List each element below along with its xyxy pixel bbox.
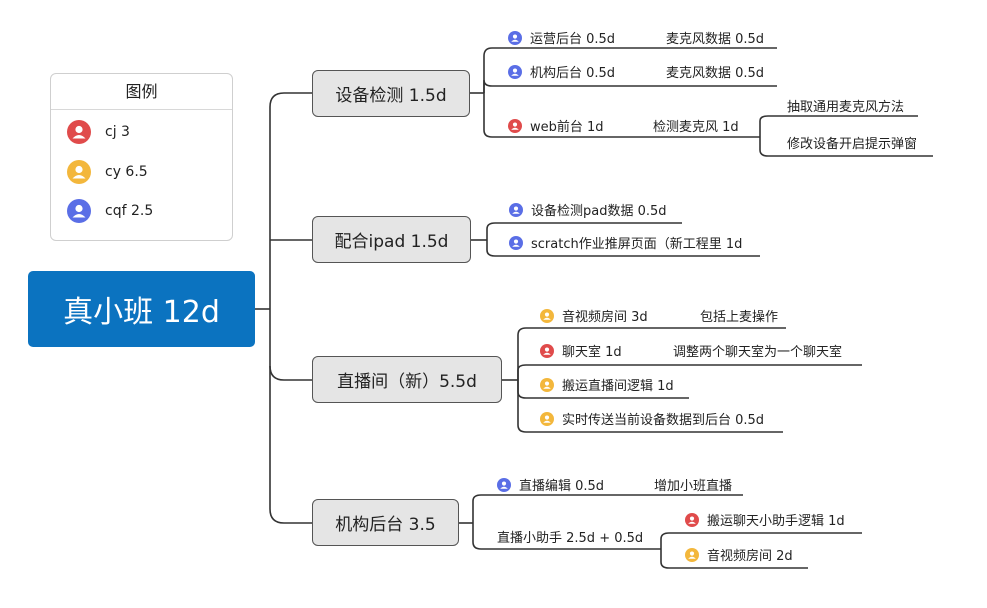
legend-label: cy 6.5 — [105, 164, 148, 180]
person-icon — [540, 412, 554, 426]
leaf-mic-data[interactable]: 麦克风数据 0.5d — [666, 66, 765, 81]
person-icon — [509, 203, 523, 217]
leaf-ops-backend[interactable]: 运营后台 0.5d — [508, 28, 615, 47]
person-icon — [508, 65, 522, 79]
leaf-org-backend[interactable]: 机构后台 0.5d — [508, 62, 615, 81]
leaf-label: 机构后台 0.5d — [530, 66, 616, 81]
legend-item-cj: cj 3 — [67, 120, 130, 144]
leaf-label: 实时传送当前设备数据到后台 0.5d — [562, 413, 765, 428]
branch-ipad[interactable]: 配合ipad 1.5d — [312, 216, 471, 263]
leaf-av-room[interactable]: 音视频房间 3d — [540, 306, 648, 325]
legend-item-cy: cy 6.5 — [67, 160, 148, 184]
person-icon — [67, 199, 91, 223]
legend-label: cj 3 — [105, 124, 130, 140]
leaf-label: 音视频房间 2d — [707, 549, 793, 564]
leaf-label: 直播编辑 0.5d — [519, 479, 605, 494]
leaf-live-assistant[interactable]: 直播小助手 2.5d + 0.5d — [497, 531, 644, 546]
leaf-live-edit[interactable]: 直播编辑 0.5d — [497, 475, 604, 494]
leaf-label: 音视频房间 3d — [562, 310, 648, 325]
branch-live-room[interactable]: 直播间（新）5.5d — [312, 356, 502, 403]
person-icon — [67, 120, 91, 144]
leaf-mic-on[interactable]: 包括上麦操作 — [700, 310, 779, 325]
branch-admin-backend[interactable]: 机构后台 3.5 — [312, 499, 459, 546]
leaf-move-chat-assistant[interactable]: 搬运聊天小助手逻辑 1d — [685, 510, 845, 529]
leaf-chatroom[interactable]: 聊天室 1d — [540, 341, 622, 360]
leaf-device-popup[interactable]: 修改设备开启提示弹窗 — [787, 137, 918, 152]
person-icon — [508, 31, 522, 45]
legend-label: cqf 2.5 — [105, 203, 154, 219]
legend-item-cqf: cqf 2.5 — [67, 199, 153, 223]
person-icon — [509, 236, 523, 250]
person-icon — [508, 119, 522, 133]
leaf-label: 运营后台 0.5d — [530, 32, 616, 47]
person-icon — [497, 478, 511, 492]
leaf-av-room-2d[interactable]: 音视频房间 2d — [685, 545, 793, 564]
person-icon — [540, 378, 554, 392]
leaf-label: 聊天室 1d — [562, 345, 622, 360]
leaf-label: web前台 1d — [530, 120, 604, 135]
leaf-label: 搬运直播间逻辑 1d — [562, 379, 674, 394]
legend-panel: 图例 cj 3 cy 6.5 cqf 2.5 — [50, 73, 233, 241]
leaf-mic-data[interactable]: 麦克风数据 0.5d — [666, 32, 765, 47]
root-topic[interactable]: 真小班 12d — [28, 271, 255, 347]
leaf-label: scratch作业推屏页面（新工程里 1d — [531, 237, 743, 252]
leaf-merge-chatrooms[interactable]: 调整两个聊天室为一个聊天室 — [673, 345, 843, 360]
leaf-scratch-page[interactable]: scratch作业推屏页面（新工程里 1d — [509, 233, 742, 252]
leaf-pad-device-data[interactable]: 设备检测pad数据 0.5d — [509, 200, 667, 219]
person-icon — [67, 160, 91, 184]
leaf-mic-detect[interactable]: 检测麦克风 1d — [653, 120, 739, 135]
person-icon — [540, 344, 554, 358]
leaf-move-live-logic[interactable]: 搬运直播间逻辑 1d — [540, 375, 674, 394]
person-icon — [540, 309, 554, 323]
leaf-label: 搬运聊天小助手逻辑 1d — [707, 514, 845, 529]
legend-title: 图例 — [51, 74, 232, 110]
leaf-web-frontend[interactable]: web前台 1d — [508, 116, 604, 135]
leaf-add-small-class[interactable]: 增加小班直播 — [654, 479, 733, 494]
leaf-realtime-device-data[interactable]: 实时传送当前设备数据到后台 0.5d — [540, 409, 764, 428]
branch-device-check[interactable]: 设备检测 1.5d — [312, 70, 470, 117]
person-icon — [685, 548, 699, 562]
person-icon — [685, 513, 699, 527]
leaf-label: 设备检测pad数据 0.5d — [531, 204, 667, 219]
leaf-extract-mic-method[interactable]: 抽取通用麦克风方法 — [787, 100, 905, 115]
